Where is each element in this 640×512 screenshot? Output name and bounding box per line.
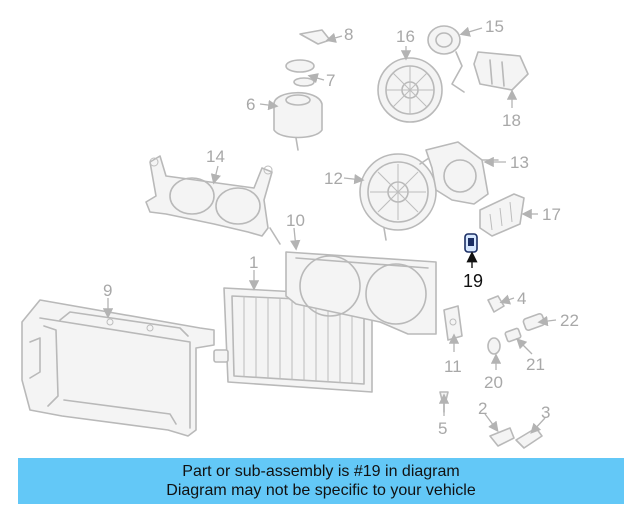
part-2-pipe xyxy=(489,427,515,447)
part-7-reservoir-cap xyxy=(285,59,315,87)
callout-18[interactable]: 18 xyxy=(502,111,521,130)
callout-1[interactable]: 1 xyxy=(249,253,258,272)
part-19-connector xyxy=(464,233,478,253)
callout-11[interactable]: 11 xyxy=(444,357,462,376)
callout-17[interactable]: 17 xyxy=(542,205,561,224)
callout-19[interactable]: 19 xyxy=(463,271,483,291)
callout-3[interactable]: 3 xyxy=(541,403,550,422)
part-18-control-module xyxy=(473,51,529,91)
callout-15[interactable]: 15 xyxy=(485,17,504,36)
banner-line-disclaimer: Diagram may not be specific to your vehi… xyxy=(166,482,476,499)
callout-9[interactable]: 9 xyxy=(103,281,112,300)
callout-labels: 1 2 3 4 5 6 7 8 9 10 11 12 13 14 15 16 1… xyxy=(103,17,579,438)
part-17-hose xyxy=(479,193,525,237)
callout-16[interactable]: 16 xyxy=(396,27,415,46)
part-6-reservoir xyxy=(273,92,323,151)
info-banner: Part or sub-assembly is #19 in diagram D… xyxy=(18,458,624,504)
part-10-fan-shroud xyxy=(285,251,437,335)
banner-line-part: Part or sub-assembly is #19 in diagram xyxy=(182,463,460,480)
part-15-fan-motor xyxy=(427,25,465,93)
callout-10[interactable]: 10 xyxy=(286,211,305,230)
part-20-sensor xyxy=(487,337,501,355)
part-12-fan-assembly xyxy=(359,153,441,241)
leader-lines xyxy=(102,26,557,434)
callout-8[interactable]: 8 xyxy=(344,25,353,44)
callout-2[interactable]: 2 xyxy=(478,399,487,418)
part-16-fan-blade xyxy=(377,57,443,123)
part-11-sensor xyxy=(443,305,463,341)
callout-12[interactable]: 12 xyxy=(324,169,343,188)
callout-20[interactable]: 20 xyxy=(484,373,503,392)
callout-5[interactable]: 5 xyxy=(438,419,447,438)
parts-diagram: 1 2 3 4 5 6 7 8 9 10 11 12 13 14 15 16 1… xyxy=(21,17,579,449)
part-8-clip xyxy=(299,29,331,45)
part-3-pipe xyxy=(515,427,543,449)
callout-13[interactable]: 13 xyxy=(510,153,529,172)
callout-14[interactable]: 14 xyxy=(206,147,225,166)
part-9-radiator-support xyxy=(21,299,215,437)
part-13-bracket xyxy=(425,141,499,205)
callout-4[interactable]: 4 xyxy=(517,289,526,308)
callout-7[interactable]: 7 xyxy=(326,71,335,90)
callout-6[interactable]: 6 xyxy=(246,95,255,114)
part-4-switch xyxy=(487,295,505,313)
callout-22[interactable]: 22 xyxy=(560,311,579,330)
callout-21[interactable]: 21 xyxy=(526,355,545,374)
part-14-fan-bracket xyxy=(145,155,281,245)
